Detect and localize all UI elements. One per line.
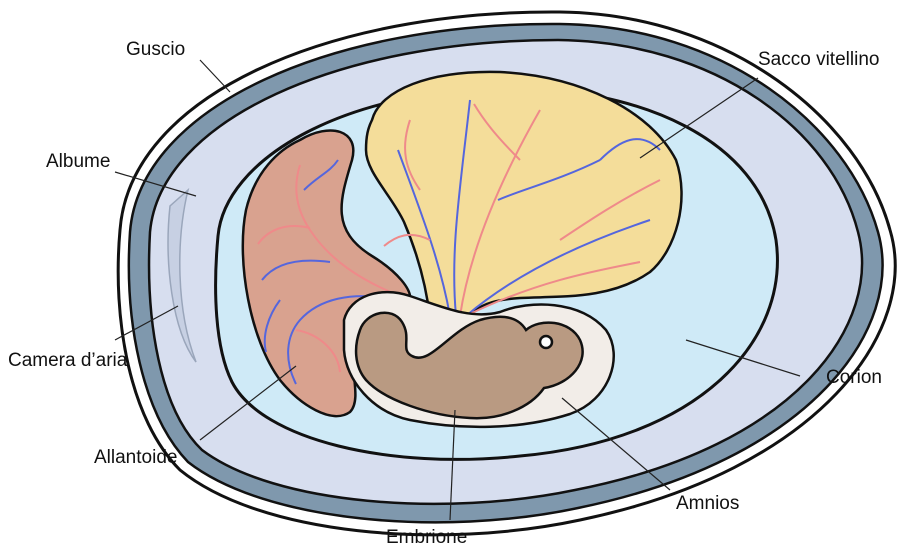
label-allantoide: Allantoide: [94, 448, 177, 467]
label-camera-aria: Camera d’aria: [8, 351, 127, 370]
label-albume: Albume: [46, 152, 110, 171]
embryo-eye: [540, 336, 552, 348]
label-amnios: Amnios: [676, 494, 739, 513]
label-corion: Corion: [826, 368, 882, 387]
label-sacco-vitellino: Sacco vitellino: [758, 50, 879, 69]
label-embrione: Embrione: [386, 528, 467, 547]
label-guscio: Guscio: [126, 40, 185, 59]
